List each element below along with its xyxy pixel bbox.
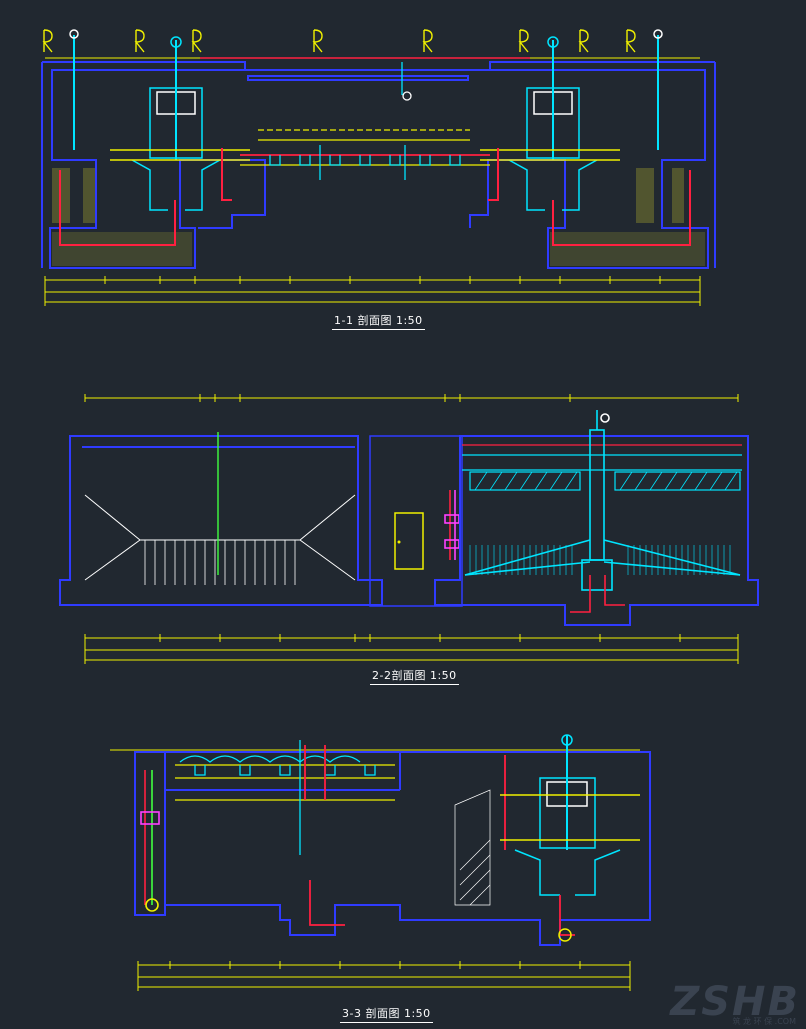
bottom-dimensions — [84, 634, 739, 664]
middle-diffusers — [200, 57, 530, 180]
top-trough — [175, 740, 395, 855]
section-3-3 — [110, 734, 651, 991]
left-hatch — [144, 540, 296, 585]
drain-pipe — [570, 575, 625, 613]
section-caption-2-2: 2-2剖面图 1:50 — [370, 667, 459, 685]
watermark-subtitle: 筑 龙 环 保 .COM — [732, 1017, 797, 1026]
tank-walls — [41, 61, 716, 269]
left-tank — [59, 435, 383, 606]
grid-markers — [42, 29, 636, 53]
bottom-dimensions — [44, 276, 701, 306]
bottom-drain — [309, 880, 345, 926]
right-bottom-hatch — [469, 545, 731, 575]
watermark-logo: ZSHB — [670, 979, 800, 1025]
section-caption-1-1: 1-1 剖面图 1:50 — [332, 312, 425, 330]
left-riser — [140, 770, 160, 912]
right-tank — [434, 435, 759, 626]
left-unit — [59, 29, 250, 246]
door-room — [369, 435, 463, 607]
right-unit — [500, 734, 640, 942]
right-media — [462, 444, 742, 491]
section-1-1 — [41, 29, 716, 306]
section-caption-3-3: 3-3 剖面图 1:50 — [340, 1005, 433, 1023]
right-unit — [480, 29, 691, 246]
gravel-hatch — [52, 168, 705, 266]
sloped-fill — [454, 789, 491, 906]
center-column — [464, 410, 741, 591]
section-2-2 — [59, 394, 759, 664]
pipe-vertical — [444, 490, 460, 560]
right-media-hatch — [474, 471, 738, 491]
left-hopper — [84, 494, 356, 581]
bottom-dimensions — [137, 961, 631, 991]
